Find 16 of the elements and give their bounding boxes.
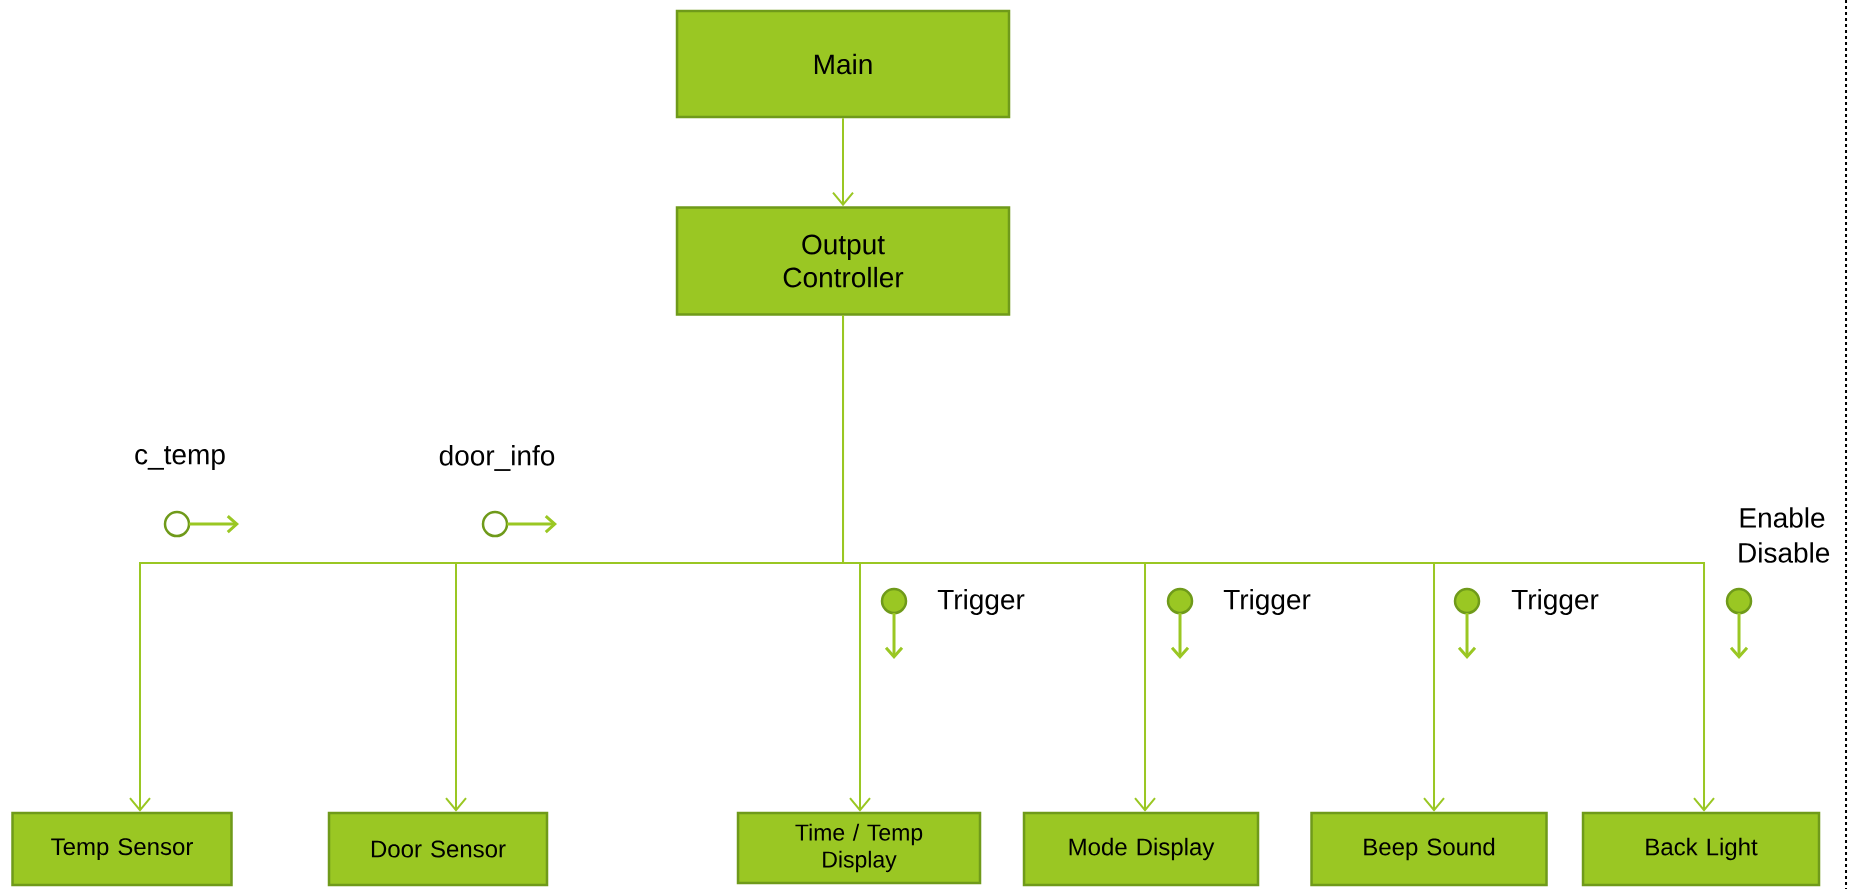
process-box: Output Controller <box>675 206 1011 316</box>
process-box: Temp Sensor <box>11 811 233 887</box>
signal-label: Trigger <box>1511 588 1599 616</box>
process-box: Beep Sound <box>1310 811 1548 887</box>
process-box: Mode Display <box>1022 811 1260 887</box>
signal-label: door_info <box>439 445 555 471</box>
signal-label: Trigger <box>1223 588 1311 616</box>
process-box: Back Light <box>1581 811 1821 887</box>
signal-label: Enable Disable <box>1739 507 1830 563</box>
process-box: Main <box>675 9 1011 119</box>
arrow <box>842 314 1715 812</box>
arrow <box>832 117 854 207</box>
signal-label: Trigger <box>937 588 1025 616</box>
process-box: Time / Temp Display <box>736 811 982 885</box>
process-box: Door Sensor <box>327 811 549 887</box>
signal-label: c_temp <box>135 446 225 470</box>
